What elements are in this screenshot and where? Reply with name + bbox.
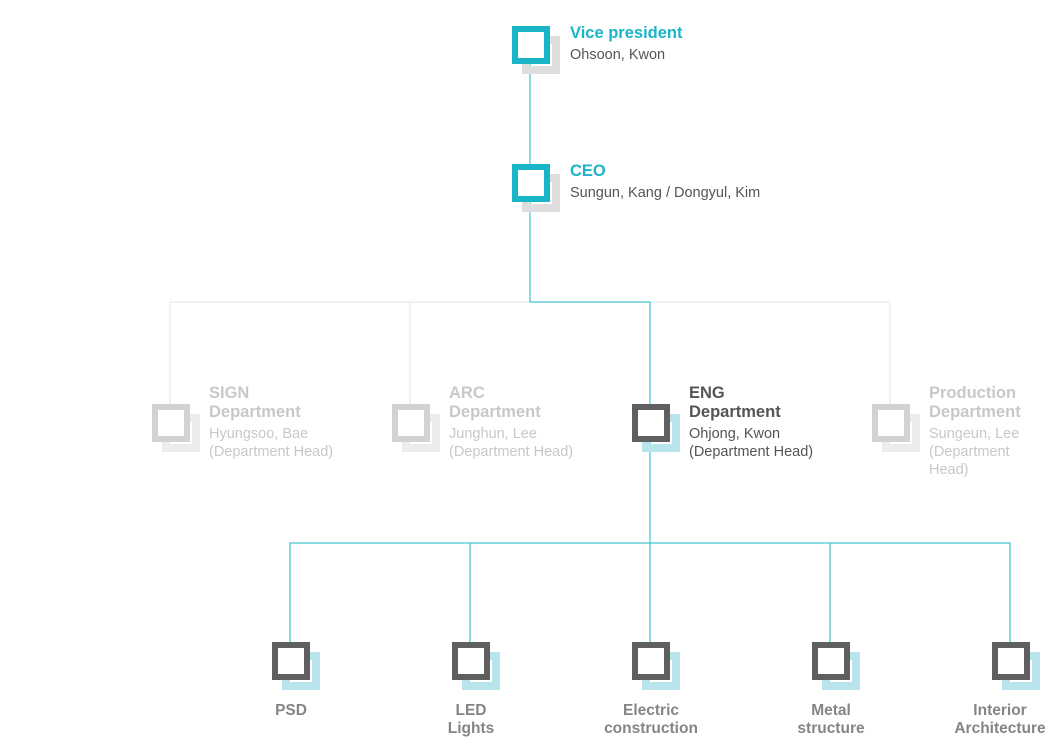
eng-department-title-1: ENG bbox=[689, 384, 725, 402]
sign-department-head-role: (Department Head) bbox=[209, 444, 334, 460]
sign-department-label: SIGN Department Hyungsoo, Bae (Departmen… bbox=[209, 384, 333, 461]
eng-department-node-icon bbox=[632, 404, 680, 452]
vice-president-title: Vice president bbox=[570, 24, 683, 42]
team-led-node-icon bbox=[452, 642, 500, 690]
team-psd-line1: PSD bbox=[275, 702, 307, 719]
sign-department-node-icon bbox=[152, 404, 200, 452]
team-led-label: LED Lights bbox=[411, 702, 531, 738]
team-electric-line1: Electric bbox=[622, 702, 679, 719]
production-department-title-2: Department bbox=[929, 403, 1021, 421]
vice-president-name: Ohsoon, Kwon bbox=[570, 47, 666, 63]
connector-production bbox=[650, 301, 891, 405]
arc-department-node-icon bbox=[392, 404, 440, 452]
arc-department-label: ARC Department Junghun, Lee (Department … bbox=[449, 384, 573, 461]
team-metal-label: Metal structure bbox=[771, 702, 891, 738]
team-interior-node-icon bbox=[992, 642, 1040, 690]
sign-department-title-1: SIGN bbox=[209, 384, 250, 402]
sign-department-title-2: Department bbox=[209, 403, 301, 421]
team-interior-line1: Interior bbox=[973, 702, 1027, 719]
team-interior-line2: Architecture bbox=[954, 720, 1046, 737]
ceo-label: CEO Sungun, Kang / Dongyul, Kim bbox=[570, 162, 760, 202]
arc-department-head-name: Junghun, Lee bbox=[449, 426, 537, 442]
vice-president-node-icon bbox=[512, 26, 560, 74]
eng-department-title-2: Department bbox=[689, 403, 781, 421]
production-department-head-name: Sungeun, Lee bbox=[929, 426, 1020, 442]
eng-department-head-role: (Department Head) bbox=[689, 444, 814, 460]
production-department-head-role: (Department bbox=[929, 444, 1010, 460]
production-department-title-1: Production bbox=[929, 384, 1017, 402]
team-metal-line1: Metal bbox=[811, 702, 851, 719]
arc-department-head-role: (Department Head) bbox=[449, 444, 574, 460]
production-department-head-role-2: Head) bbox=[929, 462, 969, 478]
team-psd-node-icon bbox=[272, 642, 320, 690]
ceo-title: CEO bbox=[570, 162, 606, 180]
eng-department-label: ENG Department Ohjong, Kwon (Department … bbox=[689, 384, 813, 461]
team-interior-label: Interior Architecture bbox=[940, 702, 1060, 738]
eng-department-head-name: Ohjong, Kwon bbox=[689, 426, 781, 442]
arc-department-title-1: ARC bbox=[449, 384, 485, 402]
team-metal-line2: structure bbox=[797, 720, 865, 737]
production-department-label: Production Department Sungeun, Lee (Depa… bbox=[929, 384, 1021, 479]
production-department-node-icon bbox=[872, 404, 920, 452]
ceo-node-icon bbox=[512, 164, 560, 212]
team-electric-node-icon bbox=[632, 642, 680, 690]
team-psd-label: PSD bbox=[231, 702, 351, 720]
team-electric-line2: construction bbox=[604, 720, 698, 737]
connector-ceo-eng bbox=[529, 201, 651, 405]
ceo-name: Sungun, Kang / Dongyul, Kim bbox=[570, 185, 761, 201]
arc-department-title-2: Department bbox=[449, 403, 541, 421]
sign-department-head-name: Hyungsoo, Bae bbox=[209, 426, 309, 442]
team-electric-label: Electric construction bbox=[591, 702, 711, 738]
team-led-line2: Lights bbox=[447, 720, 495, 737]
vice-president-label: Vice president Ohsoon, Kwon bbox=[570, 24, 683, 64]
team-led-line1: LED bbox=[455, 702, 487, 719]
team-metal-node-icon bbox=[812, 642, 860, 690]
